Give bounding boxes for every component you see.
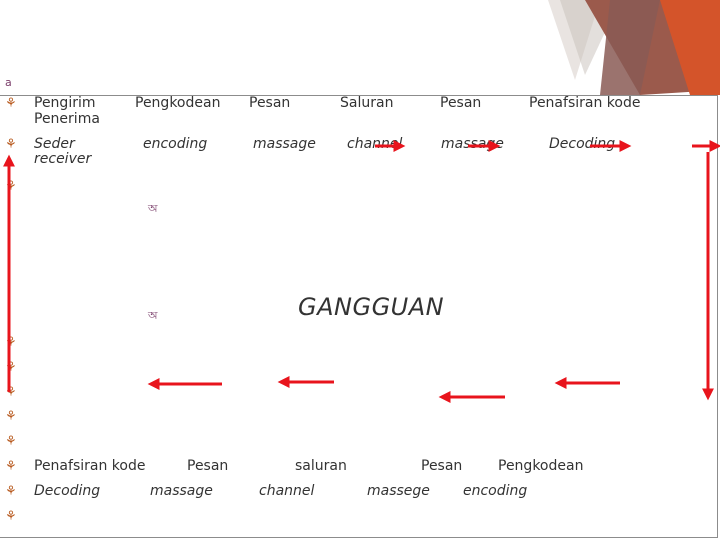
label-pesan-bottom-2: Pesan [421, 458, 463, 474]
leaf-bullet-icon: ⚘ [5, 509, 17, 524]
diagram-frame [0, 95, 718, 538]
label-massage-1: massage [253, 136, 316, 152]
label-seder: Seder [34, 136, 75, 152]
label-saluran-bottom: saluran [295, 458, 347, 474]
label-channel: channel [347, 136, 403, 152]
leaf-bullet-icon: ⚘ [5, 96, 17, 111]
leaf-bullet-icon: ⚘ [5, 484, 17, 499]
leaf-bullet-icon: ⚘ [5, 459, 17, 474]
label-penafsiran-kode: Penafsiran kode [529, 95, 641, 111]
label-penafsiran-kode-bottom: Penafsiran kode [34, 458, 146, 474]
label-decoding: Decoding [549, 136, 616, 152]
label-pesan-1: Pesan [249, 95, 291, 111]
label-massege-bottom: massege [367, 483, 430, 499]
leaf-bullet-icon: ⚘ [5, 360, 17, 375]
leaf-bullet-icon: ⚘ [5, 385, 17, 400]
leaf-bullet-icon: ⚘ [5, 137, 17, 152]
label-pesan-bottom-1: Pesan [187, 458, 229, 474]
label-pengkodean: Pengkodean [135, 95, 221, 111]
label-pesan-2: Pesan [440, 95, 482, 111]
label-massage-2: massage [441, 136, 504, 152]
label-penerima: Penerima [34, 111, 100, 127]
label-pengkodean-bottom: Pengkodean [498, 458, 584, 474]
leaf-bullet-icon: ⚘ [5, 179, 17, 194]
small-glyph-icon: a [5, 76, 12, 89]
label-decoding-bottom: Decoding [34, 483, 101, 499]
label-encoding-bottom: encoding [463, 483, 528, 499]
leaf-bullet-icon: ⚘ [5, 409, 17, 424]
label-receiver: receiver [34, 151, 92, 167]
label-channel-bottom: channel [259, 483, 315, 499]
label-pengirim: Pengirim [34, 95, 96, 111]
leaf-bullet-icon: ⚘ [5, 335, 17, 350]
small-glyph-icon: অ [148, 309, 158, 322]
leaf-bullet-icon: ⚘ [5, 434, 17, 449]
small-glyph-icon: অ [148, 202, 158, 215]
label-saluran: Saluran [340, 95, 394, 111]
label-massage-bottom: massage [150, 483, 213, 499]
noise-label: GANGGUAN [298, 293, 445, 321]
label-encoding: encoding [143, 136, 208, 152]
